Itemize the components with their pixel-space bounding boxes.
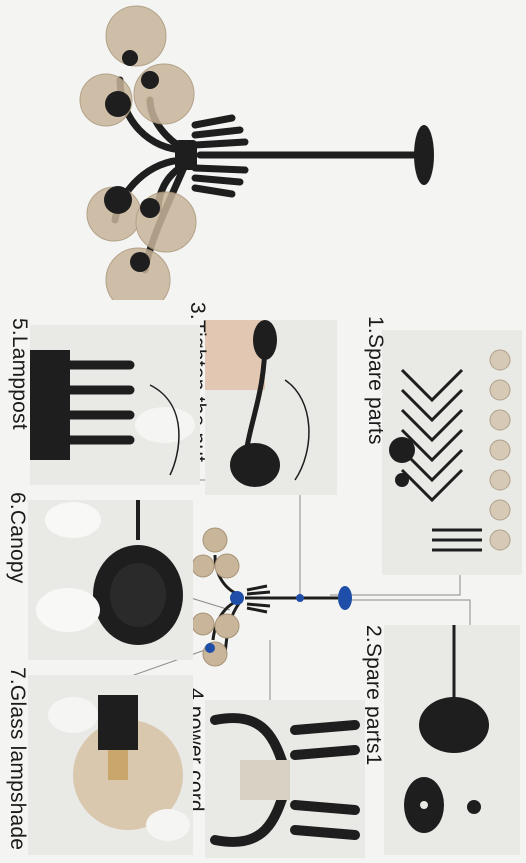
step-1-label: 1.Spare parts xyxy=(365,316,386,445)
step-2-label: 2.Spare parts1 xyxy=(363,625,384,766)
step-6-label: 6.Canopy xyxy=(7,492,28,584)
panel-power-cord xyxy=(205,700,365,858)
panel-canopy xyxy=(28,500,193,660)
step-7-label: 7.Glass lampshade xyxy=(7,667,28,850)
panel-glass-lampshade xyxy=(28,675,193,855)
panel-spare-parts1 xyxy=(384,625,520,855)
step-5-label: 5.Lamppost xyxy=(9,318,30,430)
panel-tighten-nut xyxy=(205,320,337,495)
panel-lamppost xyxy=(30,325,200,485)
blue-marker xyxy=(230,591,244,605)
panel-spare-parts xyxy=(382,330,522,575)
